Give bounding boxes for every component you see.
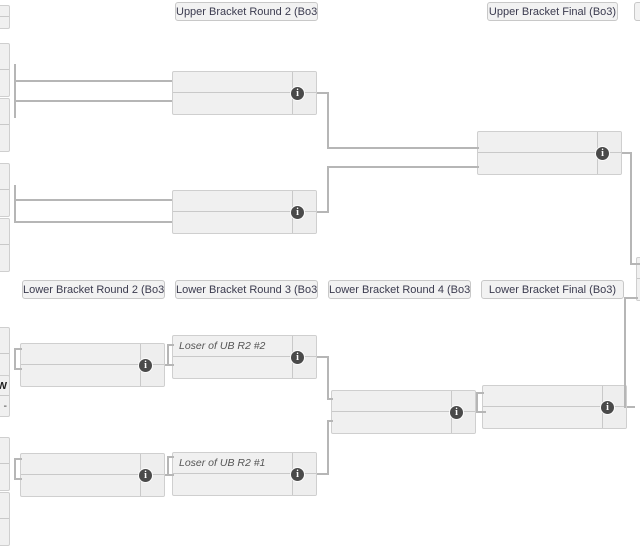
match-ub-r2-m1[interactable]: i [172,71,317,115]
connector-horizontal [14,458,22,460]
info-icon[interactable]: i [139,469,152,482]
connector-vertical [327,420,329,475]
info-icon[interactable]: i [139,359,152,372]
info-icon[interactable]: i [291,351,304,364]
connector-horizontal [476,411,486,413]
clipped-match-ub-r1-4[interactable] [0,218,10,272]
info-icon[interactable]: i [291,87,304,100]
round-header-grand-final-clipped[interactable] [634,2,640,21]
connector-horizontal [14,100,172,102]
connector-horizontal [327,398,333,400]
connector-horizontal [165,364,174,366]
info-icon[interactable]: i [596,147,609,160]
match-ub-r2-m2[interactable]: i [172,190,317,234]
match-lb-r3-m1[interactable]: Loser of UB R2 #2 i [172,335,317,379]
clipped-row [0,464,9,490]
connector-vertical [14,64,16,102]
connector-horizontal [14,368,22,370]
clipped-row [0,519,9,545]
connector-horizontal [317,92,329,94]
clipped-match-lb-r1-4[interactable] [0,492,10,546]
match-opponent-top[interactable]: Loser of UB R2 #1 [173,453,316,474]
connector-horizontal [14,478,22,480]
connector-horizontal [327,147,479,149]
round-header-ub-final[interactable]: Upper Bracket Final (Bo3) [487,2,618,21]
match-opponent-top[interactable]: Loser of UB R2 #2 [173,336,316,357]
connector-horizontal [317,211,329,213]
match-lb-r3-m2[interactable]: Loser of UB R2 #1 i [172,452,317,496]
clipped-match-lb-r1-2[interactable]: W - [0,375,10,417]
connector-horizontal [14,80,172,82]
clipped-row [637,258,640,279]
connector-vertical [624,297,626,408]
clipped-match-left-top[interactable] [0,5,10,29]
connector-horizontal [317,356,329,358]
connector-horizontal [630,263,640,265]
connector-horizontal [624,297,638,299]
match-lb-r2-m1[interactable]: i [20,343,165,387]
team-name: Loser of UB R2 #1 [179,457,266,469]
connector-horizontal [476,392,484,394]
clipped-match-grand-final[interactable] [636,257,640,301]
round-header-lb-r3[interactable]: Lower Bracket Round 3 (Bo3) [175,280,318,299]
connector-vertical [476,392,478,413]
connector-vertical [327,92,329,149]
connector-horizontal [14,221,172,223]
connector-horizontal [14,348,22,350]
connector-horizontal [317,473,329,475]
match-lb-r4[interactable]: i [331,390,476,434]
clipped-row [0,70,9,96]
clipped-row: W [0,376,9,396]
round-header-lb-r2[interactable]: Lower Bracket Round 2 (Bo3) [22,280,165,299]
connector-vertical [630,152,632,265]
connector-vertical [327,166,329,212]
clipped-row: - [0,396,9,416]
clipped-row [0,99,9,125]
clipped-team-fragment: W [0,380,7,392]
connector-horizontal [327,420,333,422]
info-icon[interactable]: i [291,468,304,481]
connector-horizontal [327,166,479,168]
clipped-row [0,17,9,28]
match-ub-final[interactable]: i [477,131,622,175]
clipped-match-lb-r1-1[interactable] [0,327,10,381]
connector-vertical [14,348,16,370]
team-name: Loser of UB R2 #2 [179,340,266,352]
connector-horizontal [167,344,174,346]
clipped-row [0,190,9,216]
clipped-row [0,219,9,245]
clipped-match-lb-r1-3[interactable] [0,437,10,491]
match-lb-final[interactable]: i [482,385,627,429]
round-header-ub-r2[interactable]: Upper Bracket Round 2 (Bo3) [175,2,318,21]
connector-vertical [167,456,169,476]
clipped-row [0,328,9,354]
connector-horizontal [165,474,174,476]
clipped-row [0,493,9,519]
info-icon[interactable]: i [601,401,614,414]
clipped-match-ub-r1-1[interactable] [0,43,10,97]
clipped-score-fragment: - [3,400,8,412]
clipped-match-ub-r1-3[interactable] [0,163,10,217]
clipped-row [0,245,9,271]
connector-horizontal [14,199,172,201]
match-lb-r2-m2[interactable]: i [20,453,165,497]
connector-vertical [167,344,169,366]
clipped-row [0,438,9,464]
info-icon[interactable]: i [291,206,304,219]
round-header-lb-final[interactable]: Lower Bracket Final (Bo3) [481,280,624,299]
clipped-row [0,164,9,190]
connector-horizontal [627,406,635,408]
connector-vertical [14,100,16,118]
clipped-row [0,6,9,17]
info-icon[interactable]: i [450,406,463,419]
clipped-row [0,125,9,151]
clipped-row [0,44,9,70]
clipped-match-ub-r1-2[interactable] [0,98,10,152]
connector-vertical [327,356,329,400]
connector-vertical [14,458,16,480]
connector-horizontal [167,456,174,458]
connector-vertical [14,185,16,223]
round-header-lb-r4[interactable]: Lower Bracket Round 4 (Bo3) [328,280,471,299]
connector-horizontal [622,152,632,154]
